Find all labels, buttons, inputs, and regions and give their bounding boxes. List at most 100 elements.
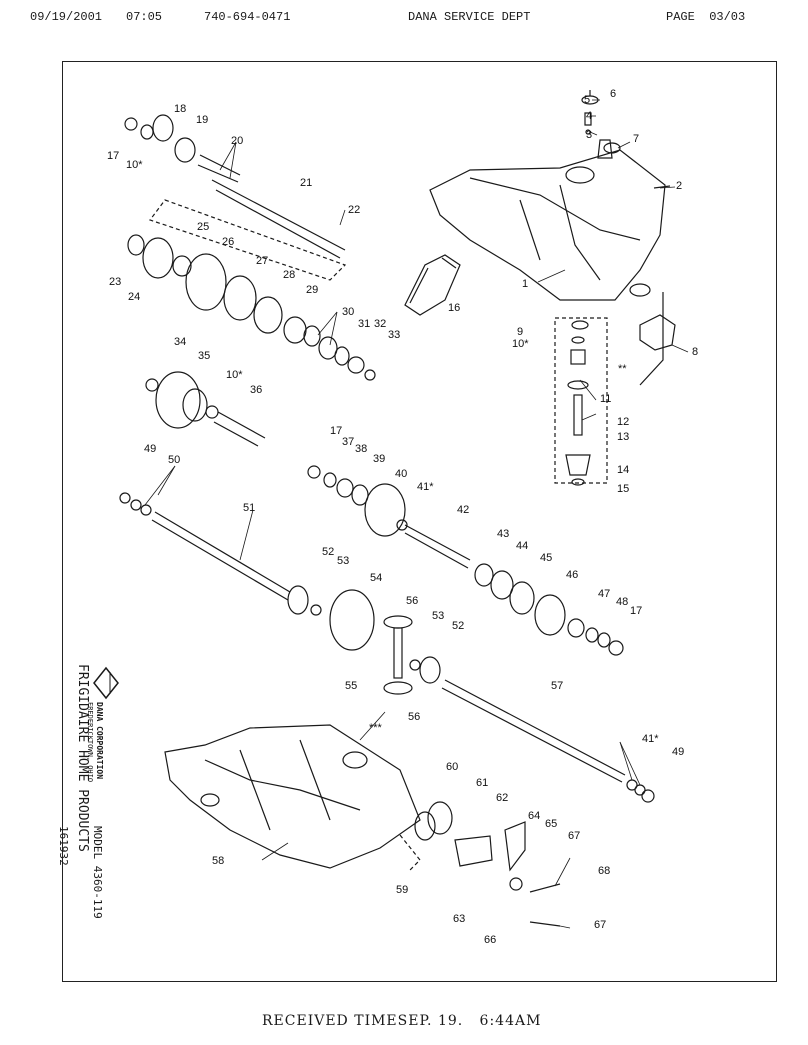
part-callout: 6 [610,88,616,100]
part-callout: 20 [231,135,243,147]
part-callout: 53 [432,610,444,622]
part-callout: 17 [630,605,642,617]
part-callout: 41* [417,481,434,493]
part-callout: 19 [196,114,208,126]
part-callout: 7 [633,133,639,145]
part-callout: 67 [568,830,580,842]
part-callout: 32 [374,318,386,330]
part-callout: 41* [642,733,659,745]
part-callout: 27 [256,255,268,267]
part-callout: 60 [446,761,458,773]
part-callout: 47 [598,588,610,600]
part-callout: 42 [457,504,469,516]
part-callout: 18 [174,103,186,115]
part-callout: 48 [616,596,628,608]
part-callout: 63 [453,913,465,925]
part-callout: 45 [540,552,552,564]
chain [404,254,461,316]
part-callout: 31 [358,318,370,330]
part-number: 161932 [57,826,70,866]
part-callout: 66 [484,934,496,946]
gear-train-upper [127,234,376,381]
fax-department: DANA SERVICE DEPT [408,10,531,24]
part-callout: 52 [322,546,334,558]
model-number: MODEL 4360-119 [91,826,104,919]
part-callout: 51 [243,502,255,514]
product-line: FRIGIDAIRE HOME PRODUCTS [75,664,90,852]
dana-logo [93,666,119,700]
part-callout: 22 [348,204,360,216]
part-callout: 1 [522,278,528,290]
part-callout: 5 [584,94,590,106]
part-callout: 10* [126,159,143,171]
fax-phone: 740-694-0471 [204,10,291,24]
part-callout: 67 [594,919,606,931]
part-callout: 54 [370,572,382,584]
part-callout: 21 [300,177,312,189]
part-callout: ** [618,363,627,375]
input-shaft-group [124,114,347,281]
part-callout: 33 [388,329,400,341]
fax-header: 09/19/2001 07:05 740-694-0471 DANA SERVI… [0,10,808,30]
lower-gear-group [119,465,655,803]
part-callout: 38 [355,443,367,455]
part-callout: 50 [168,454,180,466]
part-callout: 39 [373,453,385,465]
part-callout: 56 [406,595,418,607]
part-callout: 9 [517,326,523,338]
part-callout: 12 [617,416,629,428]
part-callout: 16 [448,302,460,314]
shift-shaft-assembly [554,317,608,486]
part-callout: *** [369,722,383,734]
part-callout: 40 [395,468,407,480]
upper-housing [429,139,666,301]
part-callout: 14 [617,464,629,476]
lower-housing [164,724,421,869]
fax-date: 09/19/2001 [30,10,103,24]
fax-page-number: PAGE 03/03 [666,10,746,24]
part-callout: 57 [551,680,563,692]
part-callout: 34 [174,336,186,348]
part-callout: 56 [408,711,420,723]
housing-hardware [581,90,671,189]
part-callout: 62 [496,792,508,804]
part-callout: 11 [600,393,611,405]
part-callout: 2 [676,180,682,192]
part-callout: 28 [283,269,295,281]
gear-cluster [145,371,266,447]
part-callout: 64 [528,810,540,822]
fax-time: 07:05 [126,10,163,24]
part-callout: 23 [109,276,121,288]
part-callout: 36 [250,384,262,396]
received-timestamp: RECEIVED TIMESEP. 19. 6:44AM [262,1013,542,1029]
company-name: DANA CORPORATION [95,702,104,780]
part-callout: 4 [586,110,592,122]
part-callout: 29 [306,284,318,296]
leader-lines [144,99,689,929]
part-callout: 8 [692,346,698,358]
part-callout: 68 [598,865,610,877]
diagram-frame [62,61,777,982]
part-callout: 52 [452,620,464,632]
part-callout: 25 [197,221,209,233]
part-callout: 13 [617,431,629,443]
part-callout: 65 [545,818,557,830]
part-callout: 49 [672,746,684,758]
part-callout: 37 [342,436,354,448]
part-callout: 17 [107,150,119,162]
part-callout: 46 [566,569,578,581]
part-callout: 3 [586,129,592,141]
part-callout: 58 [212,855,224,867]
part-callout: 59 [396,884,408,896]
part-callout: 15 [617,483,629,495]
shift-parts [399,801,561,927]
shift-linkage [639,292,676,386]
part-callout: 10* [226,369,243,381]
part-callout: 26 [222,236,234,248]
part-callout: 55 [345,680,357,692]
part-callout: 49 [144,443,156,455]
part-callout: 30 [342,306,354,318]
part-callout: 35 [198,350,210,362]
part-callout: 44 [516,540,528,552]
part-callout: 43 [497,528,509,540]
